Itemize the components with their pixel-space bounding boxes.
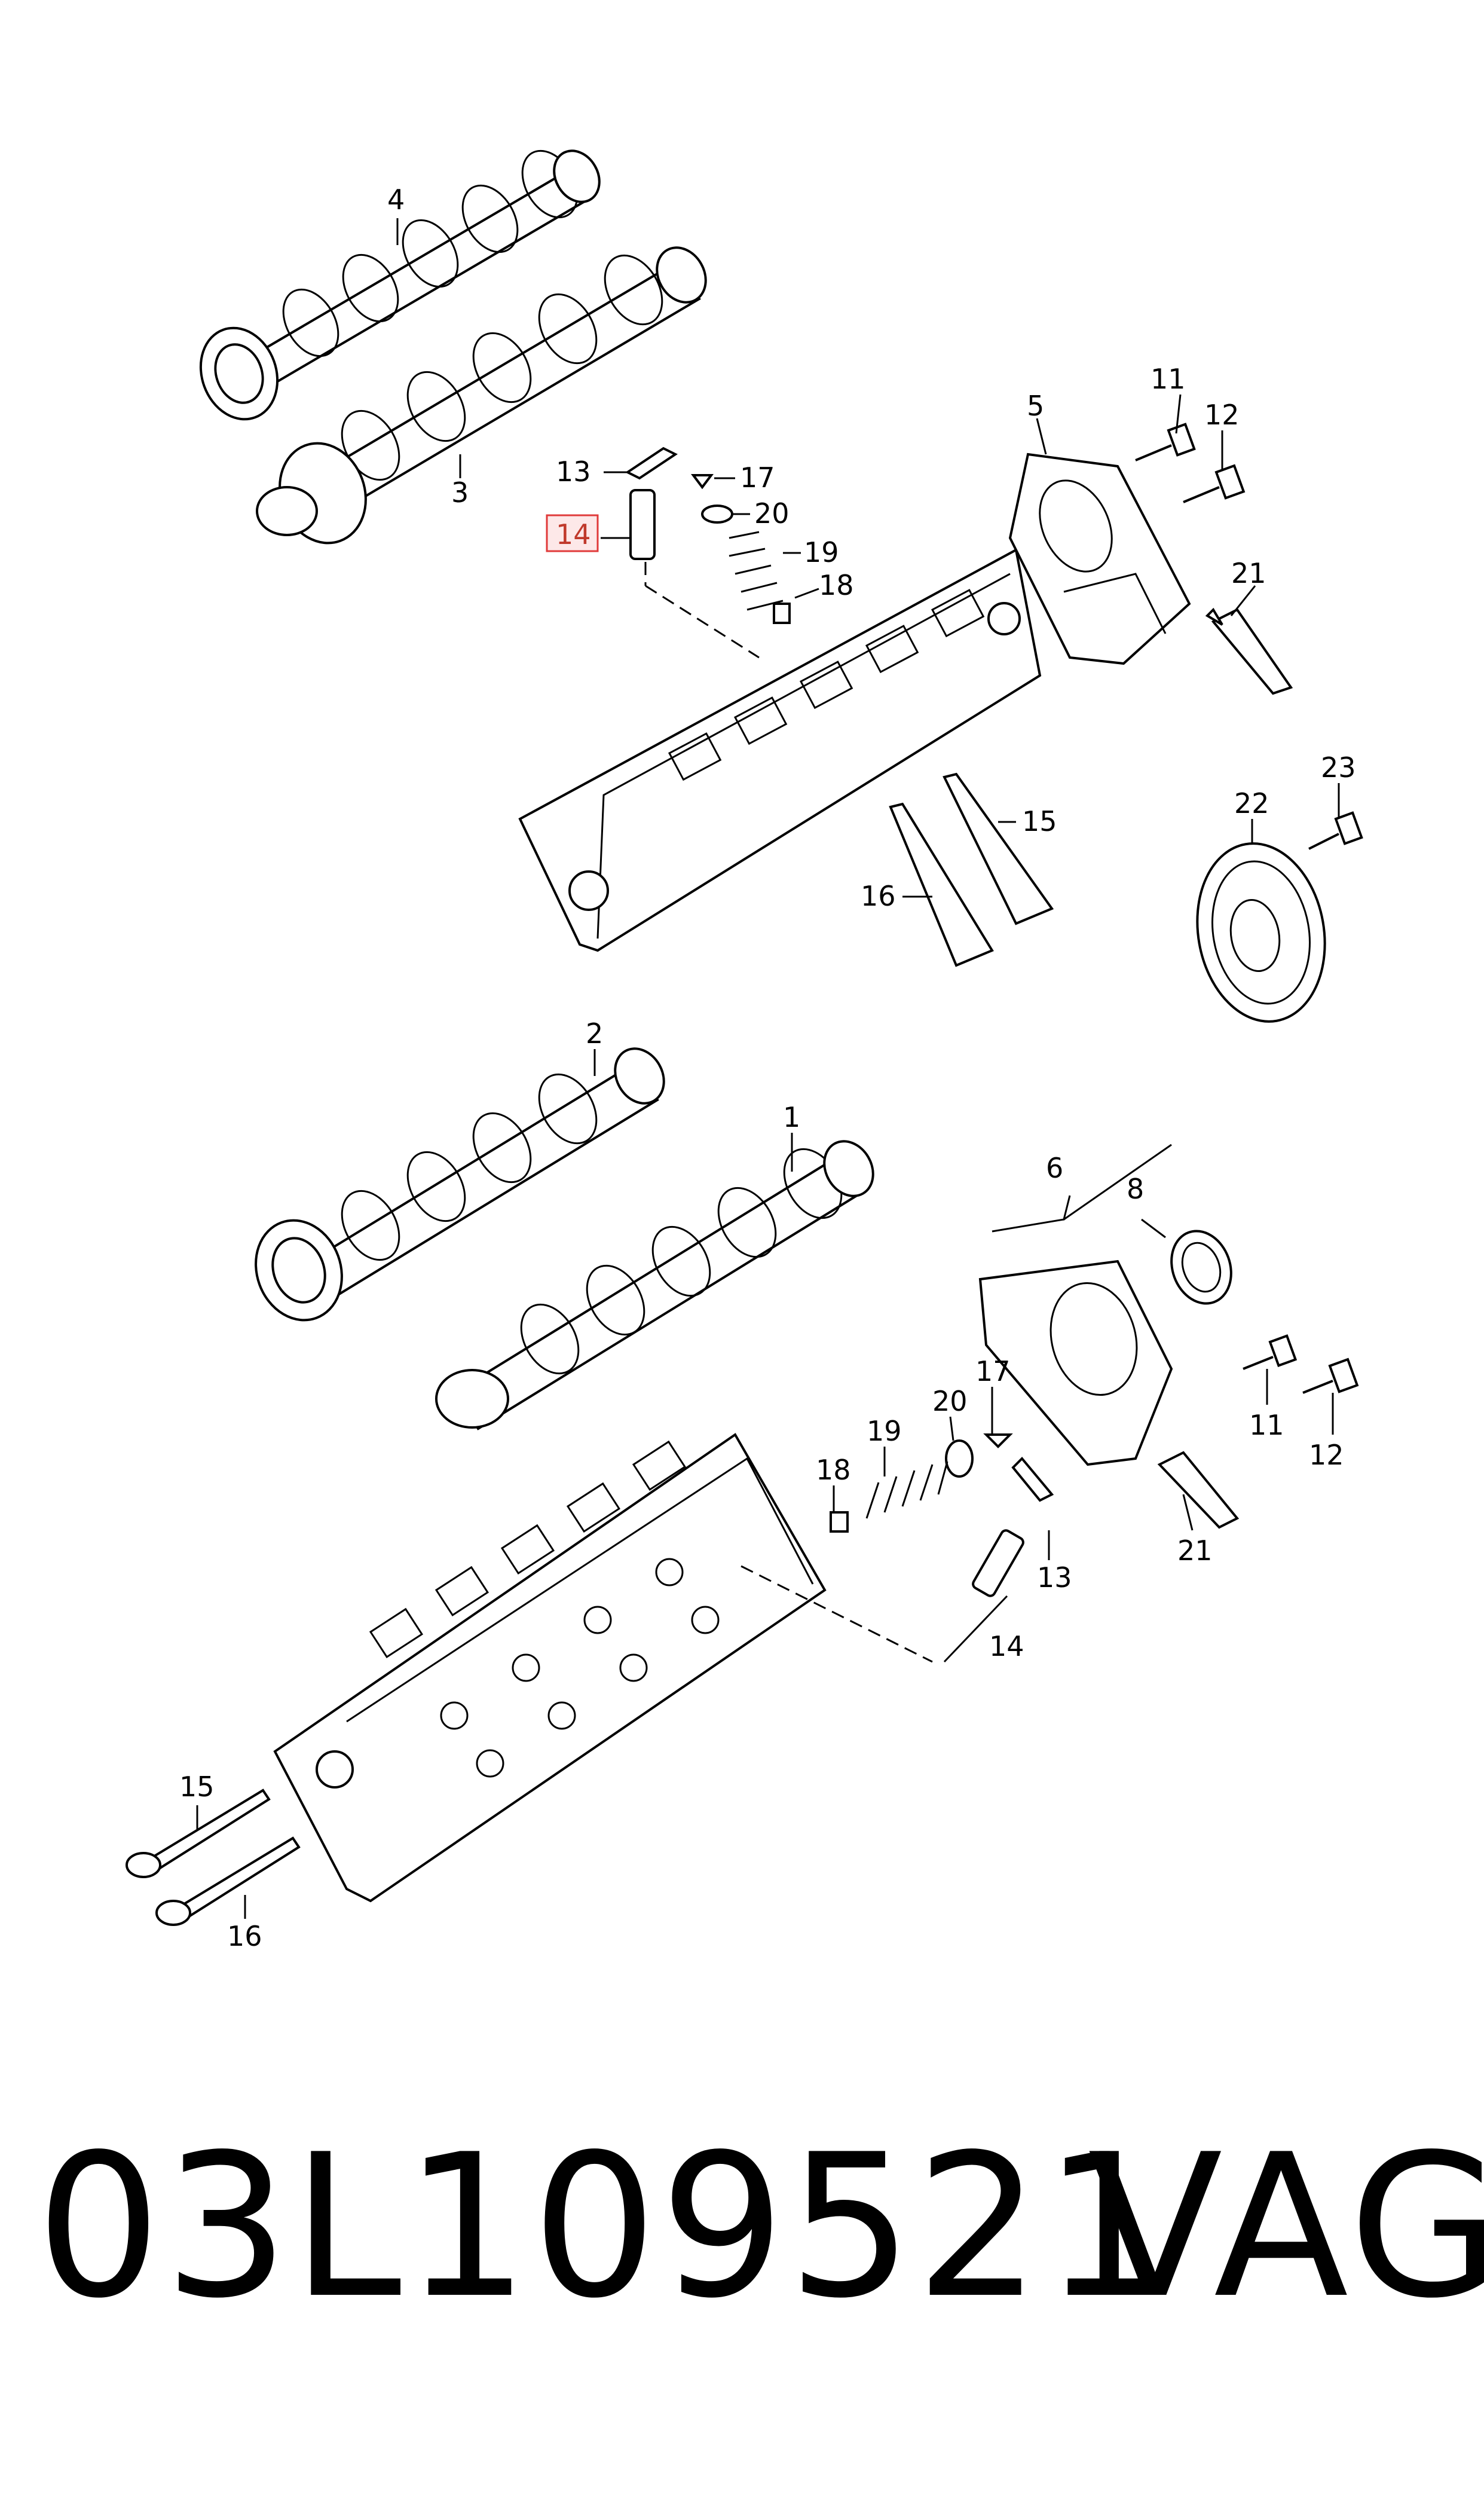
callout-11-upper: 11 <box>1151 363 1186 395</box>
callout-17-lower: 17 <box>975 1355 1011 1387</box>
callout-12-lower: 12 <box>1309 1439 1344 1471</box>
lifter-14-lower <box>741 1529 1024 1663</box>
seal-18-upper <box>773 603 791 624</box>
callout-14-lower: 14 <box>989 1630 1024 1662</box>
callout-19-upper: 19 <box>804 536 839 568</box>
seal-8 <box>1170 1230 1232 1305</box>
callout-2: 2 <box>586 1017 603 1050</box>
callout-4: 4 <box>387 184 405 216</box>
bolt-11-upper <box>1135 423 1196 461</box>
callout-11-lower: 11 <box>1249 1409 1284 1441</box>
callout-15-lower: 15 <box>179 1771 215 1803</box>
callout-22: 22 <box>1234 787 1269 820</box>
sprocket-22 <box>1196 842 1326 1023</box>
callout-18-upper: 18 <box>819 569 854 601</box>
callout-12-upper: 12 <box>1204 399 1240 431</box>
callout-labels: 4 3 5 11 12 13 14 17 20 19 18 21 22 23 1… <box>179 184 1356 1952</box>
keeper-17-upper <box>691 474 714 490</box>
spring-19-lower <box>865 1461 948 1519</box>
callout-3: 3 <box>451 476 469 509</box>
camshaft-4 <box>199 149 601 421</box>
sealant-tube-21-lower <box>1157 1451 1240 1529</box>
spring-19-upper <box>729 531 784 611</box>
bolt-12-lower <box>1302 1358 1359 1394</box>
leader-lines <box>196 218 1340 1919</box>
callout-6: 6 <box>1046 1152 1063 1184</box>
retainer-20-upper <box>701 505 733 524</box>
footer: 03L109521 VAG <box>24 2112 1484 2379</box>
callout-8: 8 <box>1127 1173 1144 1205</box>
callout-15-upper: 15 <box>1022 805 1057 837</box>
camshaft-1 <box>435 1140 874 1430</box>
cylinder-head-lower <box>273 1433 827 1903</box>
callout-20-upper: 20 <box>754 497 790 530</box>
retainer-20-lower <box>945 1439 974 1478</box>
bolt-11-lower <box>1243 1334 1298 1370</box>
callout-21-upper: 21 <box>1231 557 1266 589</box>
parts-diagram: 4 3 5 11 12 13 14 17 20 19 18 21 22 23 1… <box>126 149 1363 1952</box>
sealant-tube-21-upper <box>1205 607 1293 695</box>
highlight-box-14 <box>546 514 599 552</box>
callout-1: 1 <box>783 1101 800 1133</box>
part-number: 03L109521 <box>36 2112 1171 2341</box>
valve-16-lower <box>155 1836 301 1926</box>
lifter-14-upper <box>629 489 760 659</box>
camshaft-3 <box>256 246 707 545</box>
timing-cover-6 <box>978 1144 1173 1466</box>
callout-13-lower: 13 <box>1037 1561 1072 1594</box>
valve-16-upper <box>889 802 994 967</box>
callout-18-lower: 18 <box>816 1454 851 1486</box>
brand-name: VAG <box>1088 2112 1484 2341</box>
callout-16-upper: 16 <box>861 880 896 912</box>
bolt-12-upper <box>1183 464 1246 503</box>
cylinder-head-upper <box>518 548 1042 952</box>
timing-cover-5 <box>1008 453 1191 665</box>
bolt-23 <box>1308 811 1363 850</box>
camshaft-2 <box>255 1047 665 1322</box>
rocker-13-lower <box>1011 1457 1054 1502</box>
valve-15-upper <box>943 772 1054 925</box>
seal-18-lower <box>830 1511 849 1533</box>
callout-19-lower: 19 <box>867 1415 902 1447</box>
valve-15-lower <box>126 1789 271 1878</box>
callout-17-upper: 17 <box>740 461 775 494</box>
callout-13-upper: 13 <box>556 455 591 488</box>
rocker-13-upper <box>625 447 678 480</box>
callout-16-lower: 16 <box>227 1920 262 1952</box>
keeper-17-lower <box>983 1433 1013 1448</box>
callout-23: 23 <box>1321 751 1356 784</box>
callout-14-upper: 14 <box>556 518 591 551</box>
callout-21-lower: 21 <box>1177 1534 1213 1567</box>
callout-20-lower: 20 <box>932 1385 968 1417</box>
callout-5: 5 <box>1027 390 1044 422</box>
